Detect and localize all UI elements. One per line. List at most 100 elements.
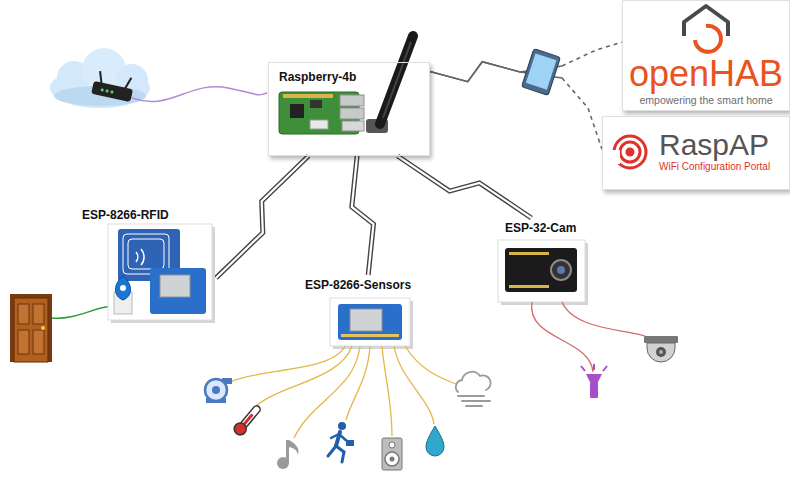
device-box: ESP-8266-RFID — [78, 206, 216, 322]
raspap-logo-mark — [612, 136, 646, 168]
flashlight-icon — [586, 374, 602, 382]
humidity-icon — [426, 426, 444, 456]
sensor-board — [350, 309, 382, 331]
wifi-antenna — [380, 36, 413, 124]
door-icon — [10, 294, 52, 362]
router-icon — [100, 88, 104, 92]
door-icon — [18, 304, 29, 324]
speaker-icon — [382, 438, 402, 470]
lightning-link — [216, 156, 309, 278]
raspberry-board — [340, 108, 364, 119]
rfid-module — [128, 239, 164, 269]
sensor-board — [338, 304, 402, 340]
router-icon — [98, 71, 104, 84]
door-icon — [14, 298, 48, 362]
raspap-logo-mark — [620, 142, 640, 162]
rfid-module — [116, 276, 131, 300]
raspberry-board — [279, 92, 364, 134]
device-box: ESP-8266-Sensors — [300, 275, 424, 348]
security-camera-icon — [659, 350, 663, 354]
weather-icon — [462, 400, 490, 402]
motion-icon — [328, 422, 354, 462]
motion-icon — [328, 446, 336, 456]
camera-board — [557, 266, 565, 274]
speaker-icon — [389, 442, 395, 448]
openhab-logo-mark — [684, 6, 728, 36]
speaker-icon — [390, 457, 395, 462]
wifi-antenna — [383, 42, 411, 118]
sensor-wire — [346, 346, 370, 420]
camera-board — [498, 240, 588, 305]
camera-wire — [532, 302, 593, 372]
tablet-icon — [522, 49, 561, 96]
tablet-icon — [522, 49, 561, 96]
sensor-wire — [294, 346, 360, 438]
rfid-module — [108, 224, 212, 320]
openhab-logo-mark — [695, 26, 721, 52]
thermometer-icon — [232, 420, 249, 437]
router-icon — [91, 70, 135, 102]
motion-icon — [331, 434, 339, 438]
weather-icon — [456, 372, 491, 392]
sensor-wire — [230, 346, 456, 438]
rfid-module — [160, 275, 190, 297]
lightning-core — [352, 156, 374, 275]
sensor-wire — [382, 346, 392, 436]
sensor-board — [330, 298, 410, 346]
music-note-icon — [289, 440, 299, 455]
door-icon — [33, 330, 44, 354]
raspap-logo-mark — [626, 148, 635, 157]
sensor-wire — [256, 346, 352, 406]
router-icon — [91, 81, 133, 102]
logo-tagline: WiFi Configuration Portal — [659, 161, 770, 173]
sensor-wire — [230, 346, 345, 382]
door-icon — [33, 304, 44, 324]
gateway-box: Raspberry-4b — [268, 62, 430, 156]
raspberry-board — [342, 121, 364, 131]
sensor-board — [341, 334, 399, 337]
rfid-module — [108, 224, 215, 323]
raspberry-board — [290, 104, 304, 118]
lightning-core — [398, 156, 532, 218]
weather-icon — [458, 395, 484, 397]
camera-board — [551, 260, 571, 280]
openhab-logo-mark — [684, 6, 728, 52]
lightning-link — [398, 156, 532, 218]
camera-wire — [532, 302, 652, 372]
sensor-board — [330, 298, 413, 349]
logo-panel: RaspAPWiFi Configuration Portal — [602, 116, 790, 190]
flashlight-icon — [590, 382, 598, 398]
humidity-icon — [426, 426, 444, 456]
device-label: ESP-8266-Sensors — [305, 278, 411, 292]
flashlight-icon — [581, 366, 585, 371]
device-label: Raspberry-4b — [279, 70, 356, 84]
raspberry-board — [310, 100, 322, 108]
door-wire — [52, 306, 112, 318]
camera-board — [509, 285, 549, 288]
security-camera-icon — [656, 347, 666, 357]
camera-board — [498, 240, 585, 302]
motion-icon — [346, 440, 354, 446]
security-camera-icon — [644, 336, 678, 362]
camera-board — [505, 248, 577, 292]
motion-icon — [338, 422, 346, 430]
rfid-module — [150, 268, 206, 314]
raspberry-board — [340, 95, 364, 106]
logo-panel: openHABempowering the smart home — [622, 0, 790, 111]
ethernet-wire — [132, 87, 267, 102]
motion-icon — [342, 452, 344, 462]
flashlight-icon — [603, 366, 607, 371]
rfid-module — [136, 249, 144, 265]
raspap-logo-mark — [612, 150, 620, 164]
door-icon — [41, 326, 45, 330]
wireless-link — [430, 62, 602, 150]
pump-icon — [205, 379, 227, 401]
logo-wordmark: openHAB — [629, 55, 783, 93]
camera-board — [509, 252, 549, 255]
rfid-module — [120, 285, 126, 291]
speaker-icon — [382, 438, 402, 470]
security-camera-icon — [647, 343, 675, 362]
logo-wordmark: RaspAP — [659, 129, 769, 161]
wifi-antenna — [366, 36, 413, 133]
